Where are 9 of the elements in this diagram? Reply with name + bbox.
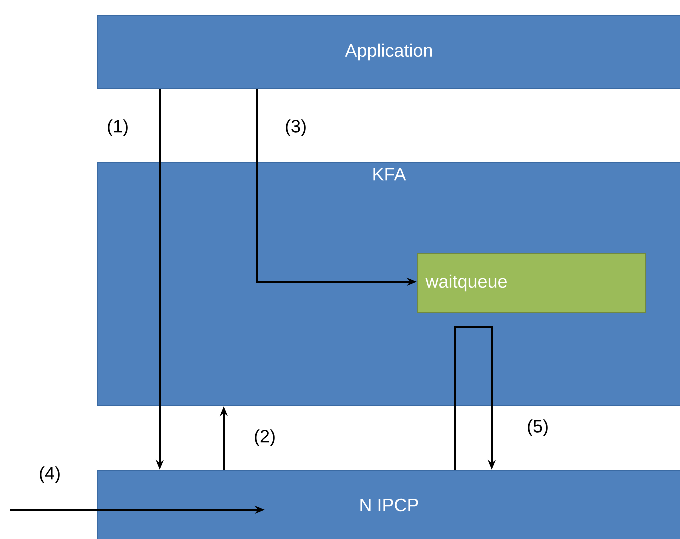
edge-label: (5): [528, 420, 548, 436]
edge-label: (3): [286, 120, 306, 136]
arrow: [454, 326, 496, 470]
layer-band: Application: [97, 15, 680, 90]
edge-label: (2): [255, 430, 275, 446]
edge-label: (4): [40, 466, 60, 484]
layer-band: N IPCP: [97, 470, 680, 539]
edge-label: (1): [108, 120, 128, 136]
text-box: waitqueue: [417, 253, 646, 314]
